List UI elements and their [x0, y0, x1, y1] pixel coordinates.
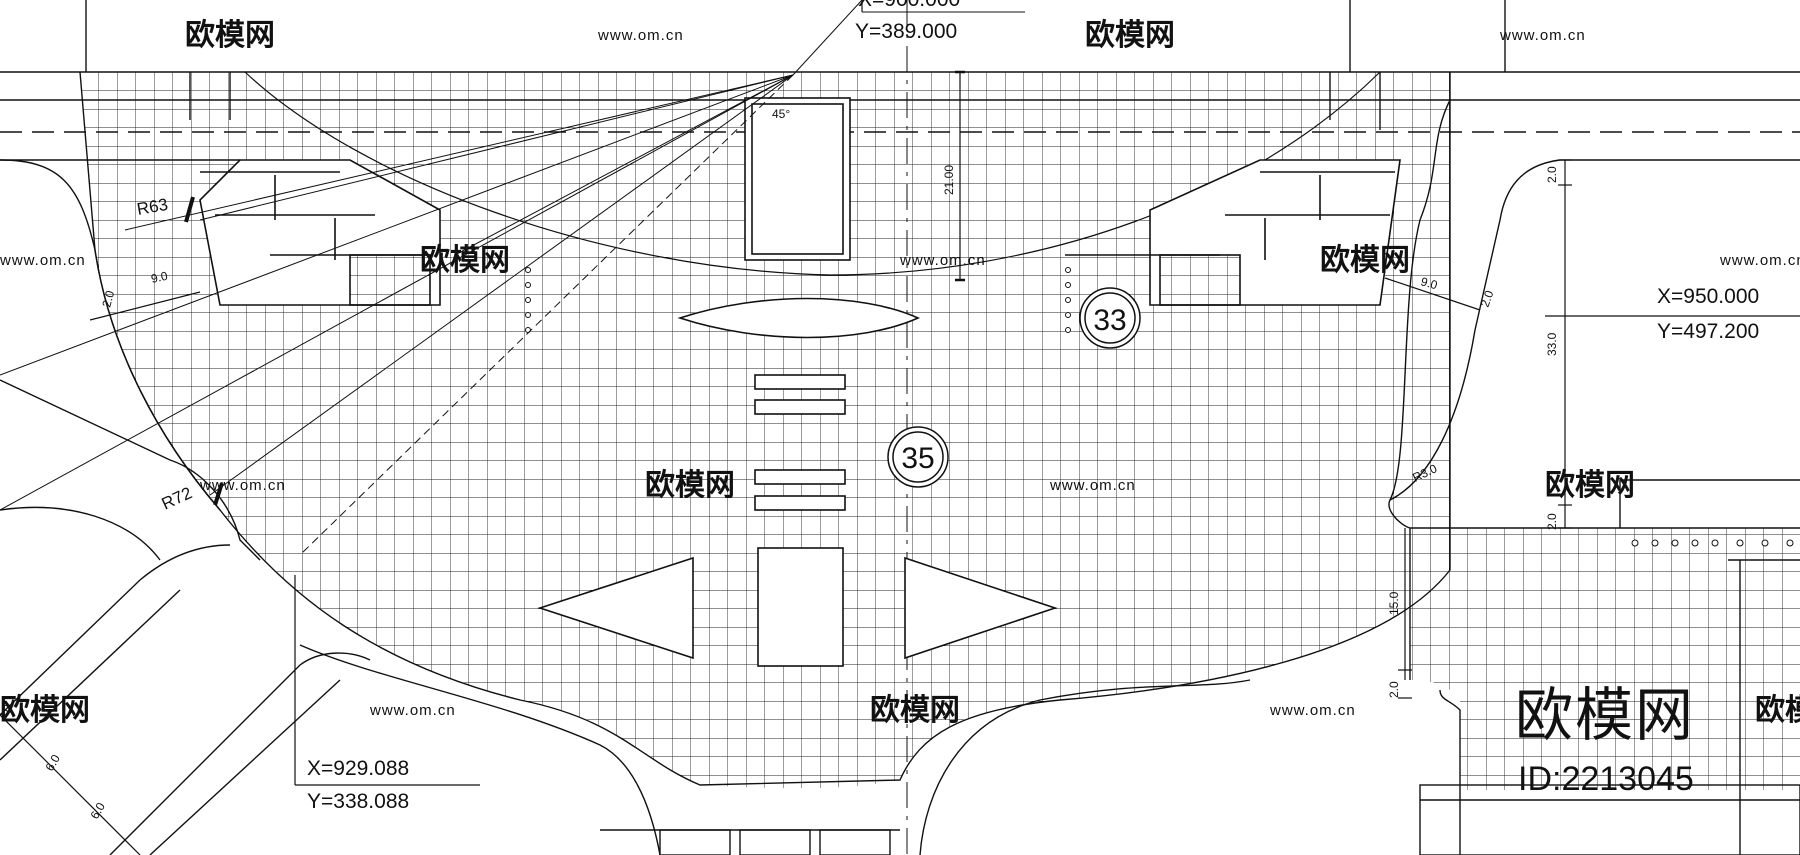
coord-right-x: X=950.000: [1657, 285, 1759, 308]
watermark-logo: 欧模网: [185, 19, 275, 52]
area-badge-right: 33: [1093, 304, 1126, 337]
coord-bottom-left-x: X=929.088: [307, 757, 409, 780]
watermark-url: www.om.cn: [1269, 702, 1356, 719]
dim-right-2-low: 2.0: [1545, 513, 1559, 530]
watermark-logo: 欧模网: [645, 469, 735, 502]
plaza-features: [199, 97, 1401, 667]
area-badge-center: 35: [901, 442, 934, 475]
brand-name: 欧模网: [1515, 683, 1695, 748]
dim-right-2-mid: 2.0: [1478, 288, 1497, 309]
watermark-url: www.om.cn: [1499, 27, 1586, 44]
dim-center-21: 21.00: [942, 165, 956, 195]
construction-lines: [0, 0, 1025, 556]
dim-right-2-top: 2.0: [1545, 166, 1559, 183]
watermark-url: www.om.cn: [369, 702, 456, 719]
coord-top-x: X=900.000: [858, 0, 960, 11]
bollards: [525, 267, 1794, 547]
brand-id: ID:2213045: [1518, 760, 1694, 798]
coord-right-y: Y=497.200: [1657, 320, 1759, 343]
watermark-logo: 欧模网: [420, 244, 510, 277]
dim-diag-6a: 6.0: [42, 752, 63, 774]
watermark-logo: 欧模网: [0, 694, 90, 727]
dim-right-2-bottom: 2.0: [1387, 681, 1401, 698]
watermark-logo: 欧模网: [1755, 694, 1800, 727]
dim-diag-6b: 6.0: [87, 800, 108, 822]
watermark-layer: 欧模网 www.om.cn 欧模网 www.om.cn www.om.cn 欧模…: [0, 19, 1800, 727]
watermark-logo: 欧模网: [1085, 19, 1175, 52]
watermark-url: www.om.cn: [199, 477, 286, 494]
watermark-logo: 欧模网: [1320, 244, 1410, 277]
watermark-url: www.om.cn: [1719, 252, 1800, 269]
coord-bottom-left-y: Y=338.088: [307, 790, 409, 813]
watermark-url: www.om.cn: [1049, 477, 1136, 494]
watermark-url: www.om.cn: [899, 252, 986, 269]
radius-label-left-lower: R72: [159, 483, 195, 513]
area-badges: [887, 287, 1141, 488]
watermark-url: www.om.cn: [0, 252, 86, 269]
dim-right-9: 9.0: [1419, 274, 1439, 292]
watermark-logo: 欧模网: [1545, 469, 1635, 502]
watermark-logo: 欧模网: [870, 694, 960, 727]
dim-left-2: 2.0: [99, 289, 117, 309]
coord-top-y: Y=389.000: [855, 20, 957, 43]
dim-angle-45: 45°: [772, 107, 790, 121]
dim-right-15: 15.0: [1387, 591, 1401, 615]
dim-left-9: 9.0: [150, 269, 170, 286]
dim-right-33: 33.0: [1545, 332, 1559, 356]
watermark-url: www.om.cn: [597, 27, 684, 44]
